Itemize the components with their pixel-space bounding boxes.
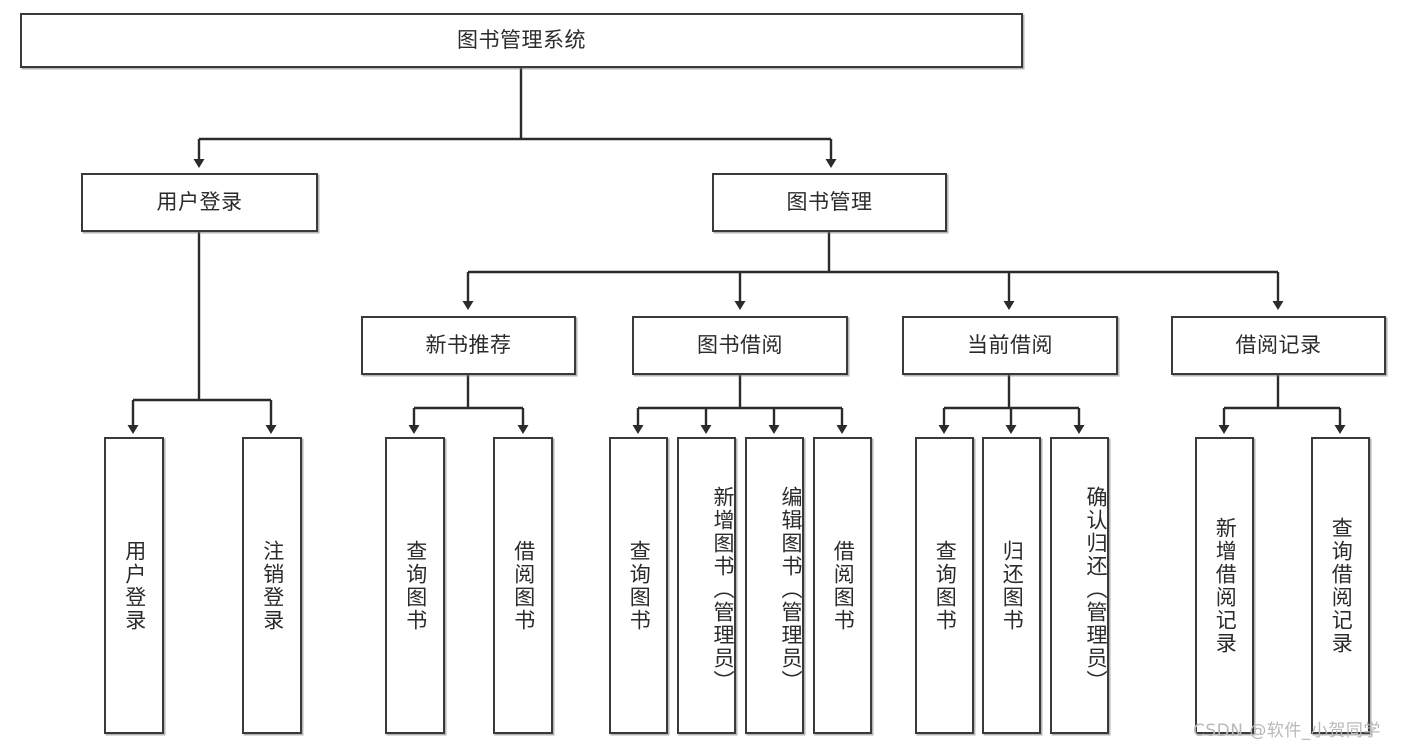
node-leaf-add-book[interactable]: 新增图书（管理员） bbox=[677, 437, 736, 734]
node-leaf-borrow-book-1-label: 借阅图书 bbox=[511, 539, 536, 632]
node-leaf-query-book-1-label: 查询图书 bbox=[403, 539, 428, 632]
node-leaf-borrow-book-1[interactable]: 借阅图书 bbox=[493, 437, 553, 734]
node-leaf-borrow-book-2-label: 借阅图书 bbox=[831, 539, 856, 632]
node-leaf-query-book-3[interactable]: 查询图书 bbox=[915, 437, 974, 734]
node-user-login-label: 用户登录 bbox=[156, 189, 243, 214]
node-leaf-confirm-return-label: 确认归还（管理员） bbox=[1084, 486, 1108, 693]
node-root[interactable]: 图书管理系统 bbox=[20, 13, 1023, 68]
node-current-borrow-label: 当前借阅 bbox=[967, 332, 1053, 357]
node-root-label: 图书管理系统 bbox=[457, 27, 586, 52]
node-leaf-return-book[interactable]: 归还图书 bbox=[982, 437, 1041, 734]
node-leaf-user-logout-label: 注销登录 bbox=[260, 539, 285, 632]
node-leaf-user-logout[interactable]: 注销登录 bbox=[242, 437, 302, 734]
node-leaf-edit-book-label: 编辑图书（管理员） bbox=[779, 486, 803, 693]
node-book-management[interactable]: 图书管理 bbox=[712, 173, 947, 232]
node-book-borrow[interactable]: 图书借阅 bbox=[632, 316, 848, 375]
node-leaf-add-book-label: 新增图书（管理员） bbox=[711, 486, 735, 693]
node-borrow-record[interactable]: 借阅记录 bbox=[1171, 316, 1386, 375]
node-current-borrow[interactable]: 当前借阅 bbox=[902, 316, 1118, 375]
node-leaf-query-record-label: 查询借阅记录 bbox=[1329, 516, 1354, 655]
node-leaf-user-login-label: 用户登录 bbox=[122, 539, 147, 632]
node-leaf-confirm-return[interactable]: 确认归还（管理员） bbox=[1050, 437, 1109, 734]
node-leaf-edit-book[interactable]: 编辑图书（管理员） bbox=[745, 437, 804, 734]
node-leaf-query-book-1[interactable]: 查询图书 bbox=[385, 437, 445, 734]
node-leaf-query-record[interactable]: 查询借阅记录 bbox=[1311, 437, 1370, 734]
node-book-management-label: 图书管理 bbox=[786, 189, 873, 214]
node-user-login[interactable]: 用户登录 bbox=[81, 173, 318, 232]
node-leaf-borrow-book-2[interactable]: 借阅图书 bbox=[813, 437, 872, 734]
node-borrow-record-label: 借阅记录 bbox=[1235, 332, 1322, 357]
node-leaf-query-book-2-label: 查询图书 bbox=[627, 539, 652, 632]
node-leaf-add-record-label: 新增借阅记录 bbox=[1213, 516, 1238, 655]
node-new-book-recommend[interactable]: 新书推荐 bbox=[361, 316, 576, 375]
csdn-watermark: CSDN @软件_小贺同学 bbox=[1193, 721, 1381, 741]
node-leaf-add-record[interactable]: 新增借阅记录 bbox=[1195, 437, 1254, 734]
node-leaf-user-login[interactable]: 用户登录 bbox=[104, 437, 164, 734]
node-leaf-query-book-2[interactable]: 查询图书 bbox=[609, 437, 668, 734]
node-new-book-recommend-label: 新书推荐 bbox=[425, 332, 512, 357]
node-book-borrow-label: 图书借阅 bbox=[697, 332, 783, 357]
node-leaf-query-book-3-label: 查询图书 bbox=[933, 539, 958, 632]
node-leaf-return-book-label: 归还图书 bbox=[1000, 539, 1025, 632]
